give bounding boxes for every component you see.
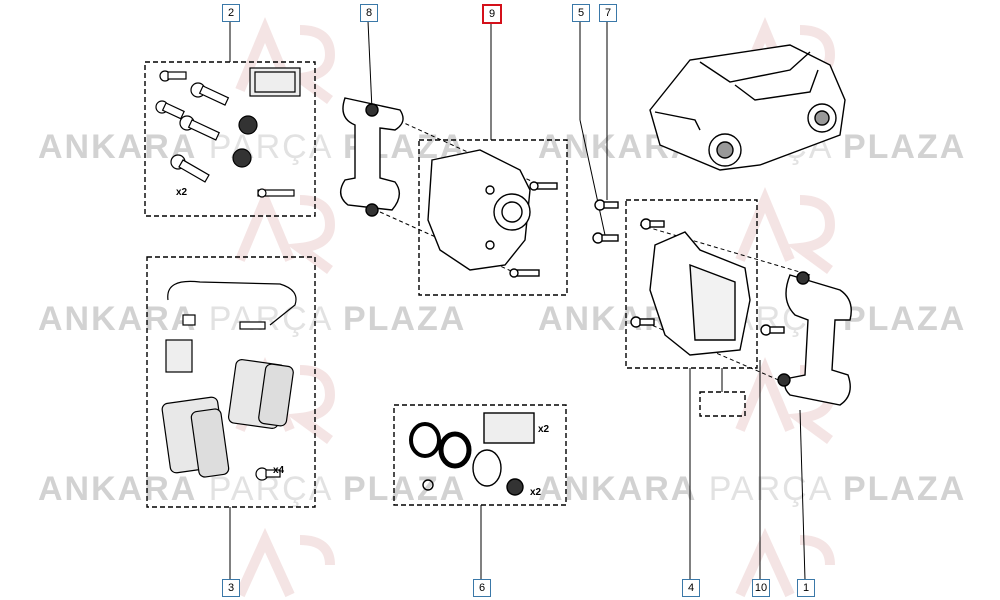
- bolt-icon: [529, 181, 558, 191]
- watermark-left: ANKARA: [38, 470, 198, 508]
- bolt-icon: [159, 70, 187, 82]
- bolt-icon: [155, 100, 185, 120]
- pin-icon: [190, 82, 230, 106]
- watermark: ANKARA PARÇA PLAZA: [38, 300, 466, 339]
- watermark-right: PLAZA: [842, 300, 967, 338]
- group-box-9: [418, 139, 568, 296]
- pin-icon: [179, 115, 220, 141]
- brake-caliper: [427, 149, 558, 278]
- watermark-right: PLAZA: [342, 470, 467, 508]
- bolt-icon: [255, 467, 281, 481]
- watermark-right: PLAZA: [842, 128, 967, 166]
- group-box-3: [146, 256, 316, 508]
- watermark-right: PLAZA: [342, 300, 467, 338]
- watermark: ANKARA PARÇA PLAZA: [538, 470, 966, 509]
- watermark-left: ANKARA: [38, 300, 198, 338]
- bolt-icon: [592, 232, 619, 244]
- watermark-mid: PARÇA: [208, 300, 332, 338]
- guide-pin-kit: [155, 67, 301, 198]
- callout-3[interactable]: 3: [222, 579, 240, 597]
- seal-ring: [409, 422, 441, 458]
- bleed-nipple: [422, 479, 434, 491]
- wear-sensor-cable: [167, 280, 297, 326]
- callout-7[interactable]: 7: [599, 4, 617, 22]
- qty-sachet: x2: [538, 424, 550, 435]
- brake-pad: [161, 396, 230, 478]
- watermark-right: PLAZA: [842, 470, 967, 508]
- qty-bolts: x2: [176, 187, 188, 198]
- caliper-bracket: [340, 97, 404, 217]
- callout-2[interactable]: 2: [222, 4, 240, 22]
- clip-icon: [257, 188, 295, 198]
- instruction-sheet: [165, 339, 193, 373]
- group-box-4: [625, 199, 758, 369]
- bolt-icon: [630, 316, 655, 328]
- boot-icon: [506, 478, 524, 496]
- bolt-icon: [760, 324, 785, 336]
- leader-1: [799, 409, 806, 581]
- bolt-icon: [594, 199, 619, 211]
- bolt-icon: [640, 218, 665, 230]
- callout-6[interactable]: 6: [473, 579, 491, 597]
- brake-pad: [227, 359, 294, 429]
- group-box-4-sub: [699, 391, 746, 417]
- bolt-icon: [509, 268, 540, 278]
- watermark-left: ANKARA: [38, 128, 198, 166]
- watermark: ANKARA PARÇA PLAZA: [38, 470, 466, 509]
- callout-1[interactable]: 1: [797, 579, 815, 597]
- callout-9[interactable]: 9: [482, 4, 502, 24]
- piston-seal: [438, 431, 472, 469]
- callout-10[interactable]: 10: [752, 579, 770, 597]
- qty-pads: x4: [273, 465, 285, 476]
- brake-pads-kit: [161, 280, 297, 481]
- qty-boots: x2: [530, 487, 542, 498]
- leader-5b: [579, 119, 606, 236]
- callout-4[interactable]: 4: [682, 579, 700, 597]
- leader-8: [367, 20, 373, 111]
- watermark-left: ANKARA: [538, 470, 698, 508]
- caliper-bracket-right: [777, 271, 852, 406]
- caliper-assembly: [592, 199, 785, 356]
- car-illustration: [649, 44, 846, 171]
- watermark-mid: PARÇA: [708, 470, 832, 508]
- watermark-mid: PARÇA: [208, 128, 332, 166]
- pin-icon: [170, 154, 210, 183]
- seal-kit: [409, 412, 535, 496]
- callout-8[interactable]: 8: [360, 4, 378, 22]
- callout-5[interactable]: 5: [572, 4, 590, 22]
- boot-icon: [232, 115, 258, 168]
- dust-cover: [472, 449, 502, 487]
